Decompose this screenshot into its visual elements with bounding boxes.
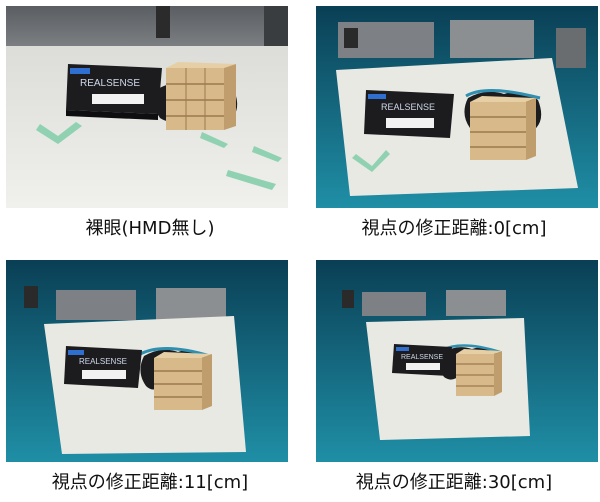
caption-naked-eye: 裸眼(HMD無し) [85,218,215,239]
caption-distance-0: 視点の修正距離:0[cm] [361,218,547,239]
box-label: REALSENSE [401,354,443,361]
box-label: REALSENSE [79,357,127,366]
naked-eye-photo: REALSENSE [6,6,288,208]
tape-mark [200,132,228,148]
tape-mark [36,122,82,144]
caption-distance-30: 視点の修正距離:30[cm] [355,472,553,493]
caption-distance-11: 視点の修正距離:11[cm] [51,472,249,493]
box-label: REALSENSE [381,102,435,112]
panel-naked-eye: REALSENSE [6,6,288,208]
box-label: REALSENSE [80,78,140,89]
pointcloud-distance-30: REALSENSE [316,260,598,462]
panel-distance-30: REALSENSE [316,260,598,462]
pointcloud-distance-0: REALSENSE [316,6,598,208]
tape-mark [252,146,282,162]
panel-distance-0: REALSENSE [316,6,598,208]
panel-distance-11: REALSENSE [6,260,288,462]
tape-mark [226,170,276,190]
wooden-block-tower [166,68,224,130]
pointcloud-distance-11: REALSENSE [6,260,288,462]
